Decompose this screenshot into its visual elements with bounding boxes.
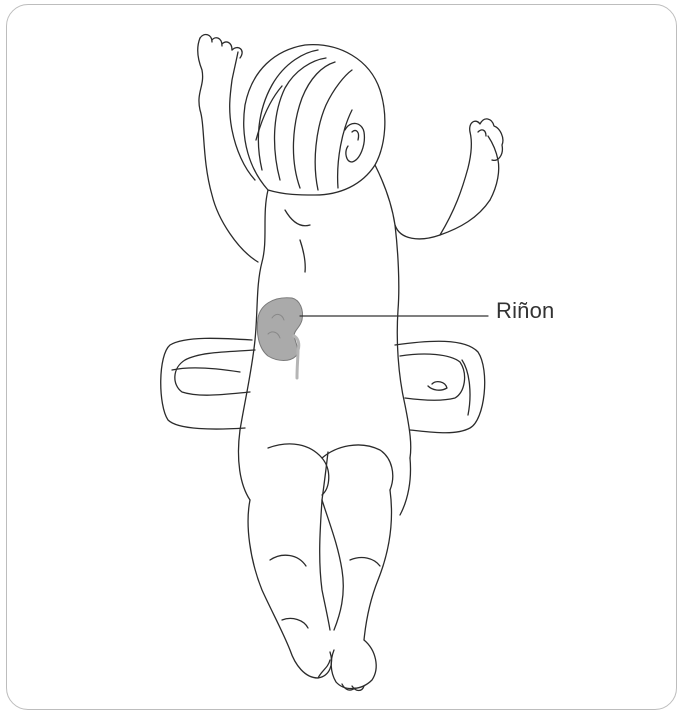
right-leg [322, 490, 392, 691]
head [244, 45, 385, 195]
kidney [257, 298, 302, 378]
left-leg [248, 500, 331, 678]
kidney-label: Riñon [496, 298, 554, 324]
left-arm [198, 35, 258, 262]
bottom [238, 430, 410, 515]
changing-pad [161, 338, 485, 432]
right-arm [440, 119, 503, 235]
